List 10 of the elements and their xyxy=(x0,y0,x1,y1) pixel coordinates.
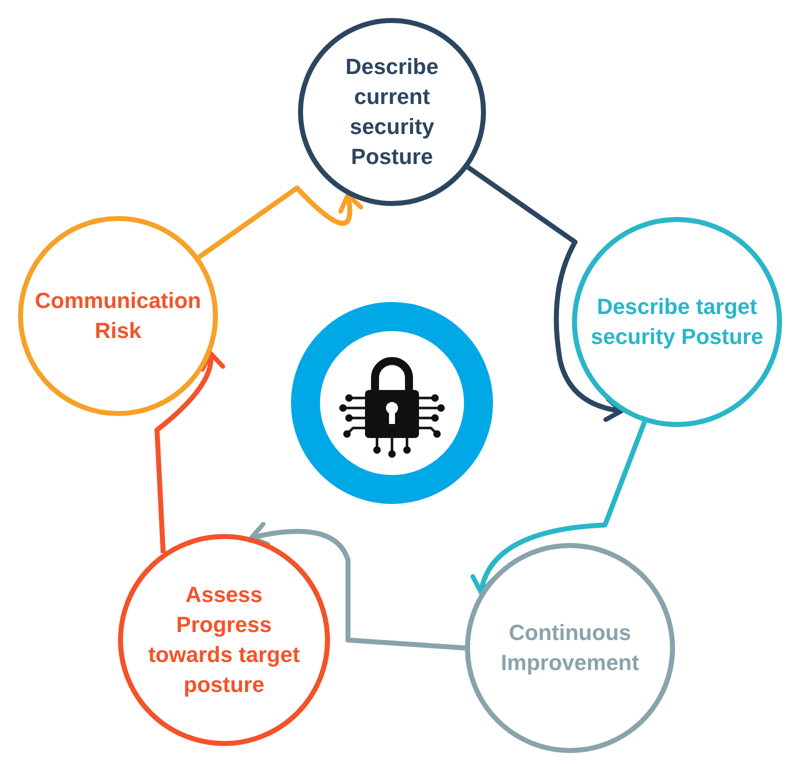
step-label: Describe current security Posture xyxy=(344,53,440,171)
step-label: Describe target security Posture xyxy=(590,293,764,351)
arrow xyxy=(249,522,466,650)
step-label: Continuous Improvement xyxy=(500,619,640,677)
step-label: Assess Progress towards target posture xyxy=(147,581,301,699)
arrow xyxy=(197,186,363,260)
arrow xyxy=(154,351,224,554)
step-label: Communication Risk xyxy=(34,287,202,345)
arrow xyxy=(472,420,647,595)
arrow xyxy=(466,165,624,422)
